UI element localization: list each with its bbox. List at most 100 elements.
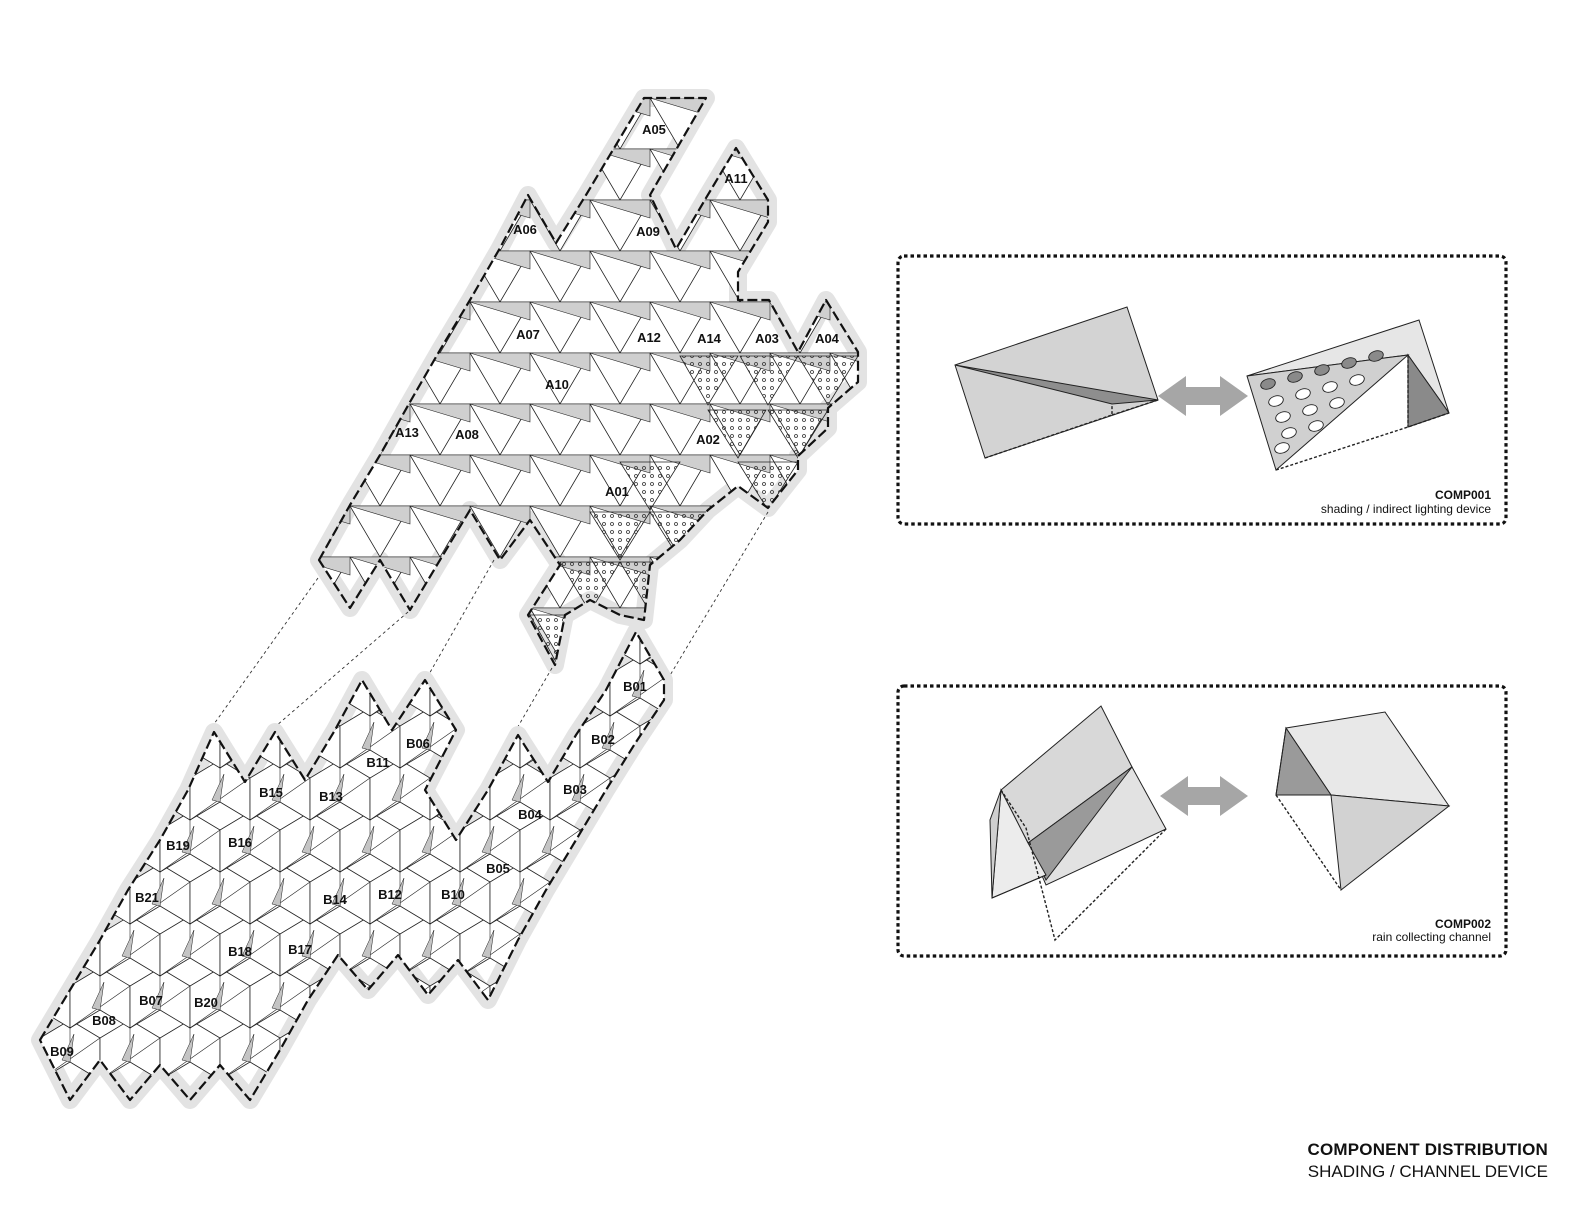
shading-flap — [1130, 98, 1190, 116]
fold-line — [760, 830, 820, 872]
fold-line — [760, 726, 820, 768]
shading-flap — [1130, 47, 1190, 65]
shading-flap — [1130, 455, 1190, 473]
lattice-cell — [770, 149, 830, 200]
component-label-a03: A03 — [755, 331, 779, 346]
lattice-cell — [170, 404, 230, 455]
lattice-cell — [1190, 47, 1250, 98]
lattice-cell — [1430, 0, 1490, 47]
channel-flap — [572, 982, 584, 1010]
shading-flap — [350, 302, 410, 320]
shading-flap — [1010, 302, 1070, 320]
component-label-a11: A11 — [724, 171, 747, 186]
shading-flap — [1010, 149, 1070, 167]
channel-cell — [790, 552, 850, 612]
lattice-cell — [170, 506, 230, 557]
shading-flap — [470, 659, 530, 677]
lattice-cell — [890, 506, 950, 557]
component-label-b01: B01 — [623, 679, 647, 694]
shading-flap — [830, 98, 890, 116]
channel-flap — [572, 670, 584, 698]
lattice-cell — [1370, 149, 1430, 200]
shading-flap — [170, 608, 230, 626]
fold-line — [820, 726, 880, 768]
shading-flap — [1190, 251, 1250, 269]
shading-flap — [230, 659, 290, 677]
shading-flap — [1070, 200, 1130, 218]
shading-flap — [1070, 149, 1130, 167]
shading-flap — [410, 251, 470, 269]
channel-flap — [212, 670, 224, 698]
lattice-cell — [110, 506, 170, 557]
shading-flap — [1130, 251, 1190, 269]
channel-cell — [610, 968, 670, 1028]
diagram-subtitle: SHADING / CHANNEL DEVICE — [1307, 1162, 1548, 1182]
fold-line — [700, 622, 760, 664]
shading-flap — [290, 455, 350, 473]
channel-flap — [752, 878, 764, 906]
shading-flap — [830, 251, 890, 269]
channel-flap — [752, 774, 764, 802]
shading-flap — [290, 608, 350, 626]
fold-line — [700, 934, 760, 976]
shading-flap — [890, 47, 950, 65]
channel-flap — [62, 930, 74, 958]
component-label-b07: B07 — [139, 993, 163, 1008]
lattice-cell — [770, 47, 830, 98]
shading-flap — [1070, 659, 1130, 677]
channel-cell — [640, 916, 700, 976]
shading-flap — [110, 557, 170, 575]
channel-cell — [760, 708, 820, 768]
shading-flap — [1370, 0, 1430, 14]
lattice-cell — [890, 608, 950, 659]
shading-flap — [1010, 557, 1070, 575]
component-label-a07: A07 — [516, 327, 540, 342]
fold-line — [550, 882, 610, 924]
channel-flap — [332, 982, 344, 1010]
lattice-cell — [830, 200, 890, 251]
lattice-cell — [1070, 0, 1130, 47]
channel-flap — [812, 670, 824, 698]
shading-flap — [410, 0, 470, 14]
lattice-cell — [1010, 47, 1070, 98]
channel-flap — [242, 722, 254, 750]
channel-cell — [730, 864, 790, 924]
lattice-cell — [830, 455, 890, 506]
component-label-b05: B05 — [486, 861, 510, 876]
component-label-a01: A01 — [605, 484, 629, 499]
channel-flap — [272, 566, 284, 594]
shading-flap — [1070, 98, 1130, 116]
lattice-cell — [290, 608, 350, 659]
channel-flap — [692, 566, 704, 594]
lattice-cell — [650, 608, 710, 659]
shading-flap — [230, 353, 290, 371]
fold-line — [760, 622, 820, 664]
shading-flap — [1250, 302, 1310, 320]
shading-flap — [770, 0, 830, 14]
lattice-cell — [1130, 557, 1190, 608]
channel-flap — [302, 1034, 314, 1062]
lattice-cell — [1070, 455, 1130, 506]
lattice-cell — [1250, 200, 1310, 251]
channel-cell — [700, 812, 760, 872]
shading-flap — [830, 47, 890, 65]
component-label-b12: B12 — [378, 887, 402, 902]
shading-flap — [470, 47, 530, 65]
fold-line — [790, 674, 850, 716]
shading-flap — [950, 149, 1010, 167]
shading-flap — [1310, 200, 1370, 218]
shading-flap — [1070, 47, 1130, 65]
channel-cell — [670, 760, 730, 820]
channel-flap — [692, 878, 704, 906]
shading-flap — [1010, 47, 1070, 65]
lattice-cell — [470, 659, 530, 710]
lattice-cell — [830, 608, 890, 659]
shading-flap — [770, 608, 830, 626]
component-label-a10: A10 — [545, 377, 569, 392]
lattice-cell — [350, 251, 410, 302]
lattice-cell — [770, 0, 830, 47]
fold-line — [250, 570, 310, 612]
closed-rain-channel — [990, 706, 1166, 940]
channel-cell — [670, 552, 730, 612]
component-label-b04: B04 — [518, 807, 543, 822]
